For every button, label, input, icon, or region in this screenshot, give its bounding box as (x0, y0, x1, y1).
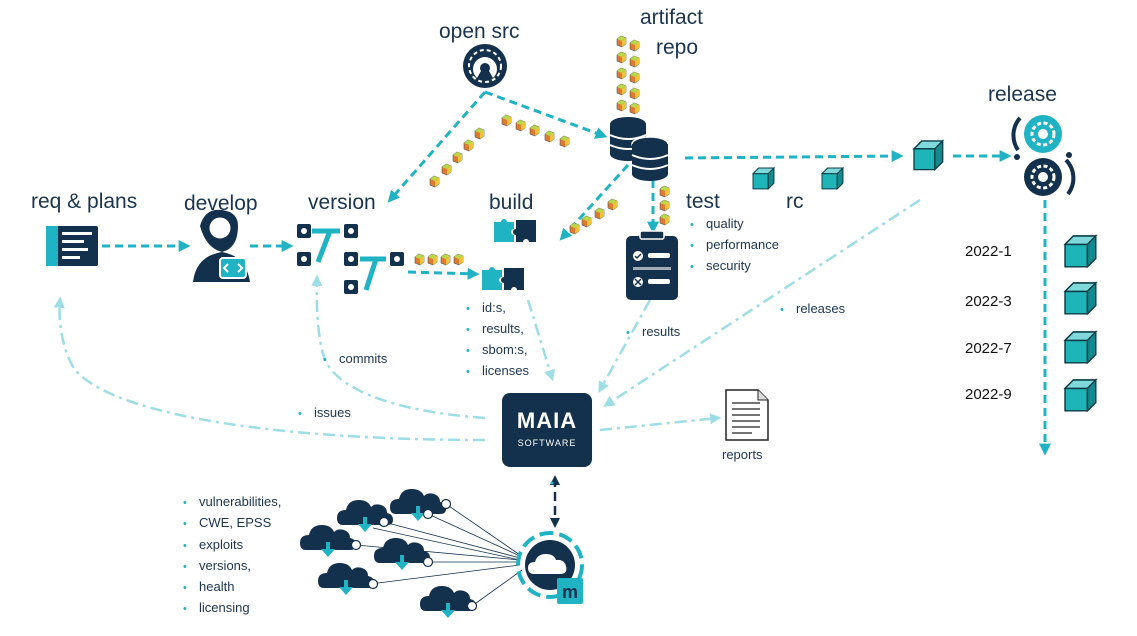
release-version-label: 2022-3 (965, 293, 1012, 310)
test-item: quality (690, 214, 779, 235)
maia-to-req-issues-arrow (53, 296, 486, 442)
stage-label-release: release (988, 83, 1057, 106)
release-gear-icon (1011, 115, 1076, 196)
label-dots (550, 481, 554, 485)
external-source-clouds (300, 489, 523, 618)
stage-label-test: test (686, 190, 720, 213)
open-source-icon (463, 44, 507, 88)
stage-label-repo: repo (656, 36, 699, 59)
maia-logo-subtext: SOFTWARE (518, 438, 577, 448)
commits-label: commits (323, 349, 387, 370)
test-icon (626, 230, 678, 300)
flow-label-releases: releases (780, 299, 845, 320)
version-to-build-arrow (407, 267, 480, 280)
flow-label-issues: issues (298, 403, 351, 424)
flow-label-commits: commits (323, 349, 387, 370)
release-version-label: 2022-9 (965, 386, 1012, 403)
artifact-repo-icon (609, 117, 669, 181)
developer-icon (193, 209, 250, 282)
build-item: sbom:s, (466, 340, 529, 361)
opensrc-to-version-arrow (387, 91, 487, 203)
version-icon (297, 224, 404, 294)
maia-logo-text: MAIA (517, 408, 577, 433)
flow-label-results: results (626, 322, 680, 343)
build-item: id:s, (466, 298, 529, 319)
results-label: results (626, 322, 680, 343)
test-to-maia-arrow (598, 299, 652, 393)
external-source-item: vulnerabilities, (183, 492, 281, 513)
stage-label-develop: develop (184, 192, 258, 215)
opensrc-to-artifact-arrow (484, 90, 608, 139)
external-source-item: CWE, EPSS (183, 513, 281, 534)
reports-label: reports (722, 447, 763, 462)
release-version-label: 2022-1 (965, 243, 1012, 260)
stage-label-open-src: open src (439, 20, 520, 43)
external-source-item: exploits (183, 535, 281, 556)
build-items-list: id:s, results, sbom:s, licenses (466, 298, 529, 382)
stage-label-req: req & plans (31, 190, 138, 213)
release-version-label: 2022-7 (965, 340, 1012, 357)
requirements-icon (46, 226, 98, 266)
test-item: performance (690, 235, 779, 256)
maia-hub: MAIA SOFTWARE (502, 393, 592, 467)
external-sources-list: vulnerabilities, CWE, EPSS exploits vers… (183, 492, 281, 620)
stage-label-artifact: artifact (640, 6, 704, 29)
external-source-item: licensing (183, 598, 281, 619)
issues-label: issues (298, 403, 351, 424)
maia-cloud-service-icon: m (516, 531, 584, 604)
external-source-item: versions, (183, 556, 281, 577)
stage-label-rc: rc (786, 190, 804, 213)
maia-to-version-commits-arrow (311, 274, 486, 420)
svg-text:m: m (562, 582, 578, 602)
test-items-list: quality performance security (690, 214, 779, 277)
release-version-cubes (1064, 235, 1097, 412)
build-icon (482, 219, 536, 290)
build-to-maia-arrow (526, 299, 556, 382)
stage-label-build: build (489, 191, 534, 214)
build-item: results, (466, 319, 529, 340)
build-item: licenses (466, 361, 529, 382)
reports-icon (725, 389, 769, 441)
artifact-to-rc-arrow (684, 150, 904, 163)
rc-cubes (752, 140, 944, 190)
maia-to-reports-arrow (599, 413, 722, 432)
stage-label-version: version (308, 191, 376, 214)
test-item: security (690, 256, 779, 277)
releases-label: releases (780, 299, 845, 320)
external-source-item: health (183, 577, 281, 598)
